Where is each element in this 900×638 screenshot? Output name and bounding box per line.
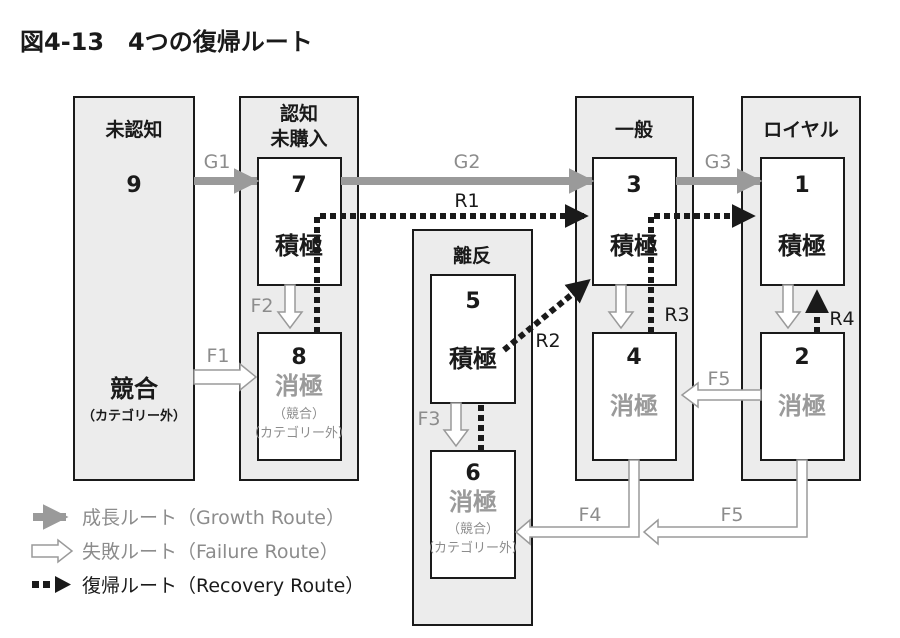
legend-recovery-icon [32,576,71,593]
column-header-mininchi: 未認知 [104,118,162,141]
route-label-g3: G3 [705,151,732,173]
recovery-route-r1 [314,204,589,333]
failure-arrow-f4 [514,459,640,546]
segment-1-number: 1 [794,173,809,198]
failure-arrow-f-1to2 [774,284,802,330]
segment-2-number: 2 [794,345,809,370]
route-label-f1: F1 [206,345,229,367]
segment-4-label: 消極 [610,392,658,420]
route-label-r4: R4 [829,308,854,330]
failure-arrow-f3 [442,402,470,448]
segment-1-box [760,157,845,286]
failure-arrow-f5-lower [642,459,808,546]
segment-7-label: 積極 [275,232,323,260]
segment-6-label: 消極 [449,488,497,516]
segment-8-sub1: （競合） [273,407,325,422]
segment-1-label: 積極 [778,232,826,260]
route-label-g2: G2 [454,151,481,173]
segment-2-label: 消極 [778,392,826,420]
segment-4-number: 4 [626,345,641,370]
route-label-f3: F3 [417,408,440,430]
segment-8-label: 消極 [275,372,323,400]
column-panel-mininchi [73,96,195,481]
route-label-f4: F4 [578,504,601,526]
failure-arrow-f1 [193,362,258,392]
route-label-r1: R1 [454,190,479,212]
column-header-rihan: 離反 [453,244,491,267]
segment-9-number: 9 [126,173,141,198]
failure-arrow-f-3to4 [607,284,635,330]
segment-3-box [592,157,677,286]
segment-7-box [257,157,342,286]
failure-arrow-f2 [276,284,304,330]
segment-4-box [592,332,677,461]
segment-9-label: 競合 [110,375,159,403]
segment-6-sub2: （カテゴリー外） [421,540,525,556]
segment-7-number: 7 [291,173,306,198]
segment-5-box [430,274,516,404]
segment-9-sub: （カテゴリー外） [82,408,186,424]
segment-6-box [430,450,516,579]
legend-recovery-label: 復帰ルート（Recovery Route） [82,575,364,597]
figure-title: 図4-13 4つの復帰ルート [20,28,313,56]
route-label-f5-upper: F5 [707,368,730,390]
route-label-f5-lower: F5 [720,504,743,526]
legend-failure-icon [31,538,74,564]
recovery-route-r3 [648,204,756,333]
legend-failure-label: 失敗ルート（Failure Route） [82,541,339,563]
segment-8-sub2: （カテゴリー外） [247,425,351,441]
segment-5-label: 積極 [449,345,497,373]
route-label-g1: G1 [204,151,231,173]
segment-6-sub1: （競合） [447,522,499,537]
failure-arrow-f5-upper [680,381,762,409]
route-label-r2: R2 [535,330,560,352]
segment-8-box [257,332,342,461]
recovery-route-r2 [502,278,591,353]
segment-3-label: 積極 [610,232,658,260]
legend-growth-label: 成長ルート（Growth Route） [82,507,345,529]
segment-8-number: 8 [291,345,306,370]
route-label-f2: F2 [250,295,273,317]
segment-5-number: 5 [465,289,480,314]
route-label-r3: R3 [664,304,689,326]
column-header-ninchi-2: 未購入 [269,127,327,150]
column-header-ippan: 一般 [615,118,653,141]
column-header-ninchi-1: 認知 [280,102,318,125]
segment-3-number: 3 [626,173,641,198]
segment-6-number: 6 [465,461,480,486]
column-header-royal: ロイヤル [763,119,838,141]
